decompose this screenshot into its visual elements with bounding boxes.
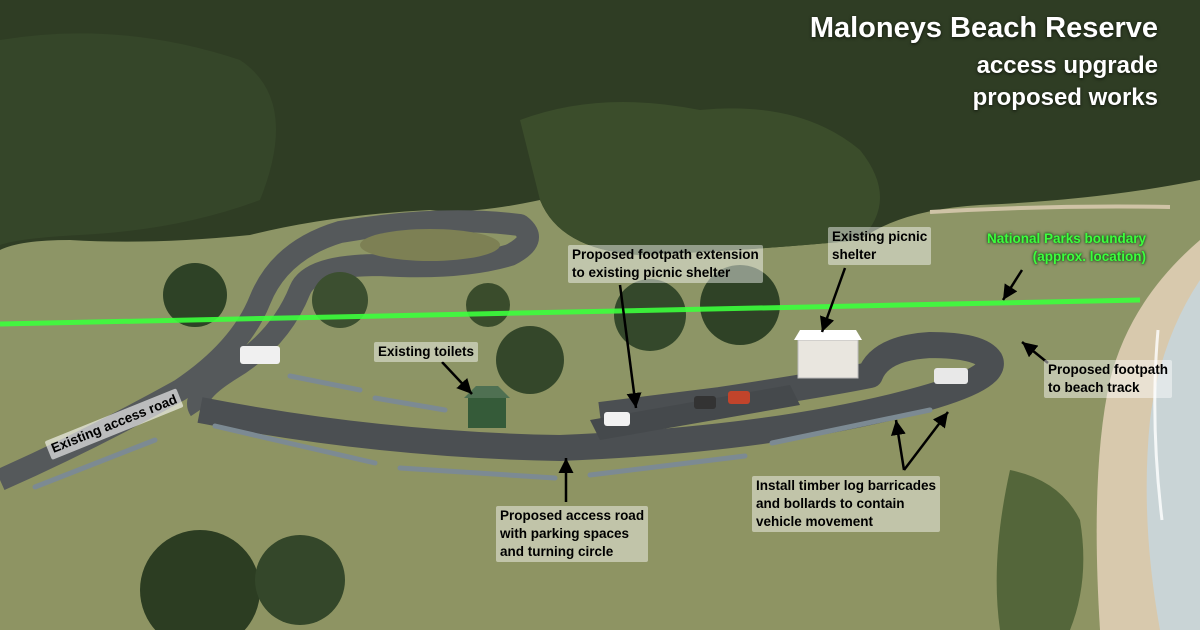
label-line: shelter <box>832 247 877 262</box>
log-barricade <box>397 465 558 481</box>
existing-road <box>0 210 539 491</box>
picnic-shelter-roof <box>794 330 862 340</box>
label-line: Proposed footpath extension <box>572 247 759 262</box>
car <box>240 346 280 364</box>
log-barricade <box>32 437 158 490</box>
log-barricade <box>587 453 748 478</box>
log-barricade <box>287 373 363 393</box>
dirt-track <box>929 204 1171 214</box>
label-barricades: Install timber log barricades and bollar… <box>752 476 941 532</box>
sea <box>1146 280 1200 630</box>
callout-arrows <box>441 267 1049 502</box>
label-footpath-extension: Proposed footpath extension to existing … <box>568 245 763 283</box>
arrow-footpath-extension <box>618 284 642 409</box>
label-line: with parking spaces <box>500 526 630 541</box>
tree <box>614 279 686 351</box>
arrow-footpath-beach <box>1021 341 1049 364</box>
log-barricades <box>32 373 933 490</box>
forest-left <box>0 33 276 246</box>
title-line-2: access upgrade <box>976 52 1158 79</box>
arrow-picnic-shelter <box>820 267 847 333</box>
arrow-barricade-1 <box>890 419 906 471</box>
garden-bed <box>360 229 500 261</box>
tree <box>312 272 368 328</box>
car <box>728 391 750 404</box>
log-barricade <box>372 395 448 413</box>
label-line: Proposed footpath <box>1048 362 1168 377</box>
label-footpath-beach: Proposed footpath to beach track <box>1044 360 1172 398</box>
coastal-shrubs <box>996 470 1084 630</box>
car <box>604 412 630 426</box>
arrow-barricade-2 <box>903 411 949 471</box>
label-line: to beach track <box>1048 380 1140 395</box>
label-line: vehicle movement <box>756 514 874 529</box>
label-line: National Parks boundary <box>987 231 1147 246</box>
national-parks-boundary-line <box>0 297 1141 327</box>
label-toilets: Existing toilets <box>374 342 479 362</box>
log-barricade <box>212 423 378 466</box>
arrow-np-boundary <box>1001 269 1024 301</box>
tree <box>255 535 345 625</box>
label-proposed-road: Proposed access road with parking spaces… <box>496 506 649 562</box>
tree <box>163 263 227 327</box>
car <box>694 396 716 409</box>
title-line-3: proposed works <box>972 84 1158 111</box>
toilet-roof <box>464 386 510 398</box>
label-picnic-shelter: Existing picnic shelter <box>828 227 932 265</box>
label-line: Proposed access road <box>500 508 645 523</box>
log-barricade <box>769 407 933 446</box>
tree <box>466 283 510 327</box>
label-line: and bollards to contain <box>756 496 905 511</box>
car <box>934 368 968 384</box>
title-line-1: Maloneys Beach Reserve <box>809 12 1158 44</box>
toilet-block <box>468 396 506 428</box>
arrow-toilets <box>441 361 473 395</box>
tree <box>140 530 260 630</box>
label-line: to existing picnic shelter <box>572 265 731 280</box>
tree <box>700 265 780 345</box>
label-line: Install timber log barricades <box>756 478 937 493</box>
label-line: and turning circle <box>500 544 614 559</box>
label-np-boundary: National Parks boundary (approx. locatio… <box>983 229 1150 267</box>
picnic-shelter <box>797 339 859 379</box>
label-line: Existing picnic <box>832 229 928 244</box>
label-line: (approx. location) <box>1032 249 1147 264</box>
tree <box>496 326 564 394</box>
surf <box>1153 329 1164 521</box>
forest-highlight <box>520 102 880 255</box>
